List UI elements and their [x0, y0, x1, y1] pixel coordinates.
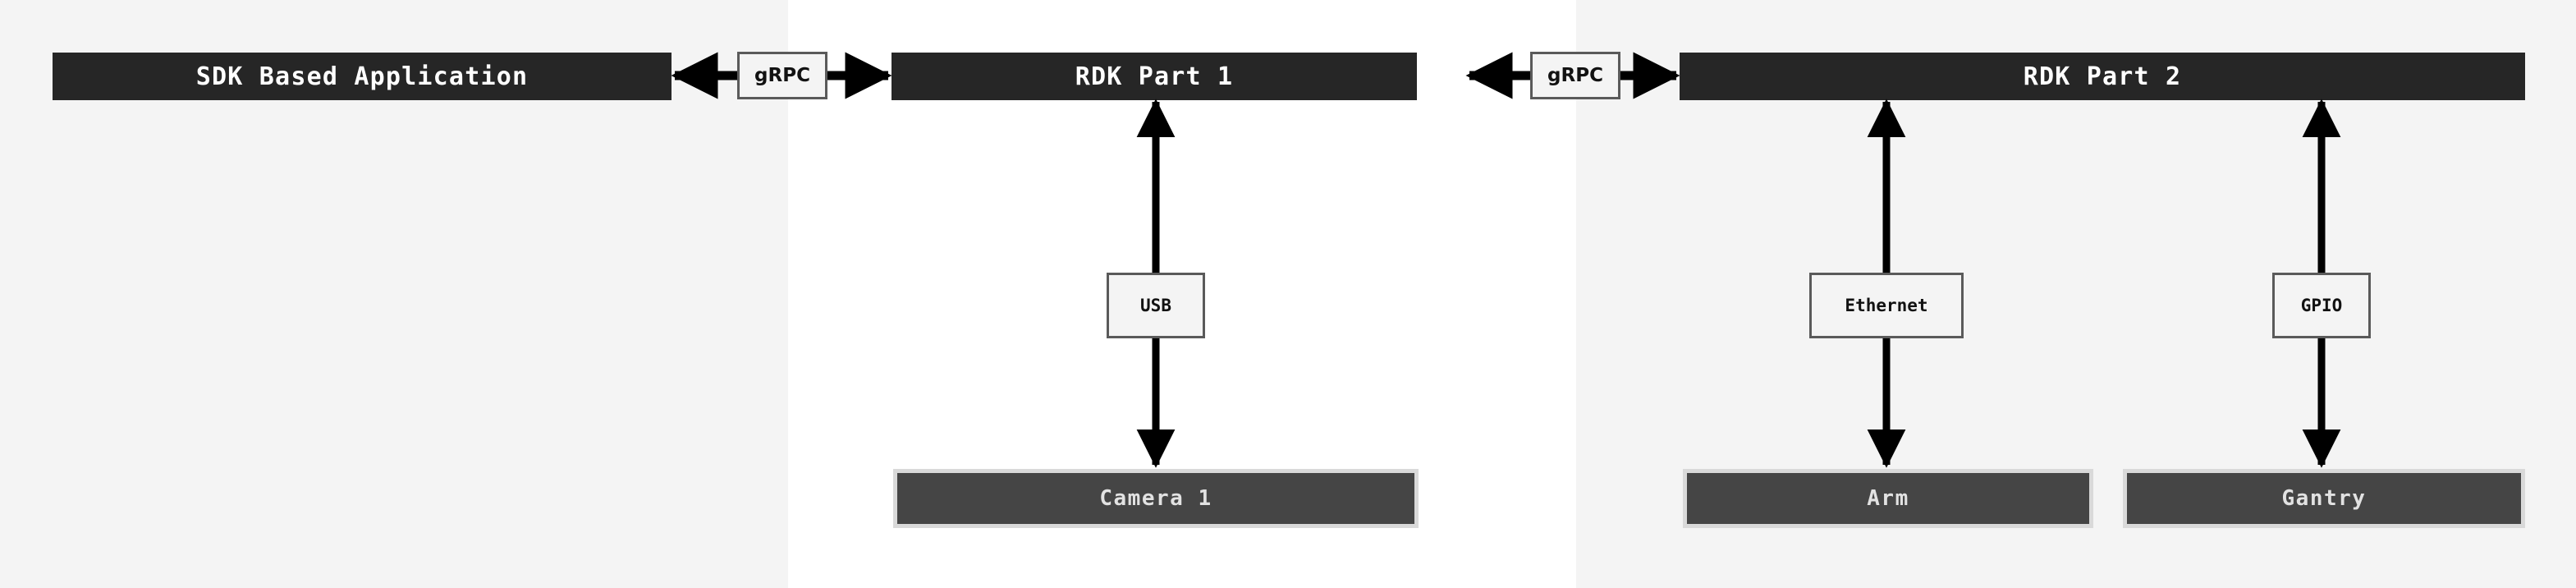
node-sdk-based-application[interactable]: SDK Based Application — [53, 53, 672, 100]
node-camera-1[interactable]: Camera 1 — [893, 469, 1419, 528]
node-rdk-part-2[interactable]: RDK Part 2 — [1680, 53, 2525, 100]
edge-label-gpio[interactable]: GPIO — [2272, 273, 2371, 338]
edge-label-grpc-left[interactable]: gRPC — [737, 52, 827, 99]
node-rdk-part-1[interactable]: RDK Part 1 — [892, 53, 1417, 100]
node-rdk-part-2-label: RDK Part 2 — [2023, 62, 2182, 91]
node-sdk-based-application-label: SDK Based Application — [195, 62, 529, 91]
node-gantry-inner: Gantry — [2127, 473, 2521, 524]
node-rdk-part-1-label: RDK Part 1 — [1075, 62, 1234, 91]
node-gantry-label: Gantry — [2281, 486, 2367, 511]
edge-label-ethernet-text: Ethernet — [1845, 296, 1928, 315]
edge-label-usb[interactable]: USB — [1107, 273, 1205, 338]
node-arm-inner: Arm — [1687, 473, 2089, 524]
node-camera-1-label: Camera 1 — [1099, 486, 1212, 511]
node-camera-1-inner: Camera 1 — [897, 473, 1414, 524]
edge-label-ethernet[interactable]: Ethernet — [1809, 273, 1964, 338]
edge-label-usb-text: USB — [1140, 296, 1171, 315]
node-arm-label: Arm — [1867, 486, 1909, 511]
node-arm[interactable]: Arm — [1683, 469, 2093, 528]
edge-label-grpc-right[interactable]: gRPC — [1530, 52, 1620, 99]
edge-label-grpc-right-text: gRPC — [1547, 65, 1603, 86]
edge-label-gpio-text: GPIO — [2300, 296, 2343, 315]
edge-label-grpc-left-text: gRPC — [754, 65, 810, 86]
node-gantry[interactable]: Gantry — [2123, 469, 2525, 528]
